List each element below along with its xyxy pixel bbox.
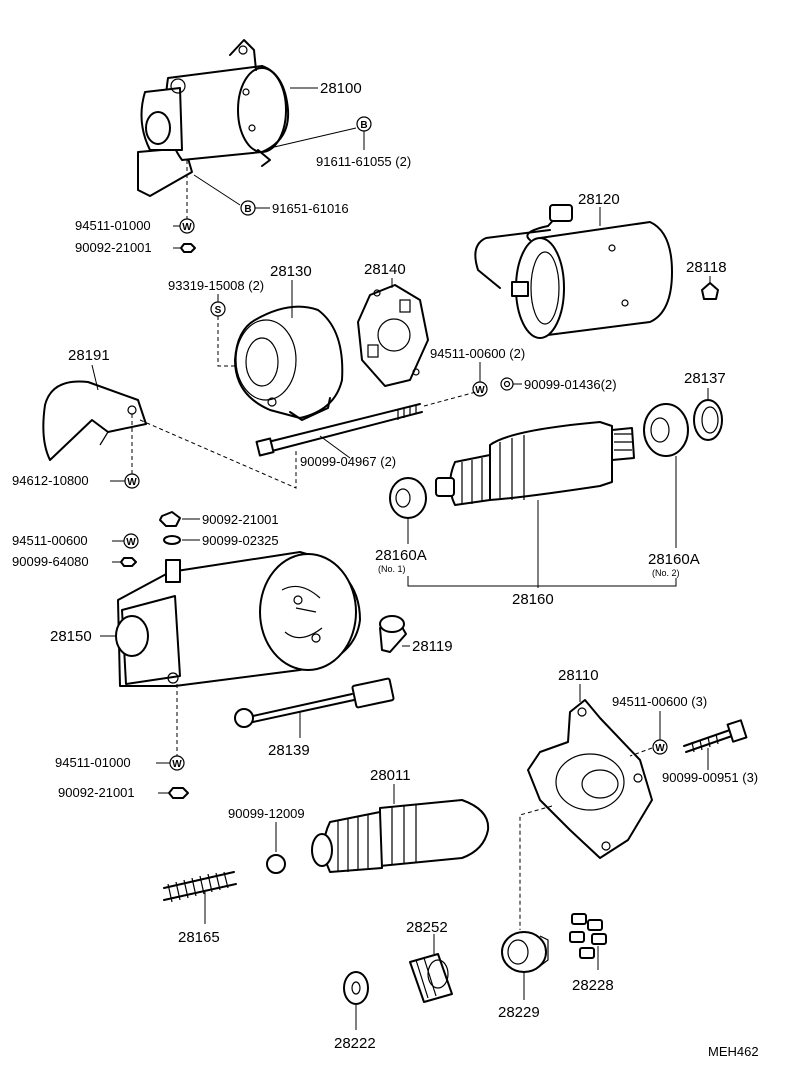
symbol-w-circle: [179, 218, 195, 234]
symbol-w-circle: [652, 739, 668, 755]
label-28150: 28150: [50, 628, 92, 645]
label-94511-00600-mid: 94511-00600 (2): [430, 346, 525, 361]
label-28160a-no2-sub: (No. 2): [652, 568, 680, 578]
label-90099-12009: 90099-12009: [228, 806, 305, 821]
washer-icon: [163, 535, 181, 545]
bearing-28160a-no1: [389, 477, 427, 519]
lead-wire-28139: [234, 677, 395, 728]
bearing-28160a-no2: [643, 403, 689, 457]
label-28139: 28139: [268, 742, 310, 759]
symbol-w-text: W: [172, 759, 182, 770]
starter-clutch-28011: [311, 799, 490, 873]
symbol-w-text: W: [126, 537, 136, 548]
symbol-b-text: B: [244, 204, 251, 215]
symbol-w-circle: [472, 381, 488, 397]
label-28100: 28100: [320, 80, 362, 97]
symbol-w-text: W: [475, 385, 485, 396]
nut-icon: [120, 557, 137, 567]
label-94511-01000-top: 94511-01000: [75, 218, 151, 233]
label-28229: 28229: [498, 1004, 540, 1021]
label-28120: 28120: [578, 191, 620, 208]
label-93319-15008: 93319-15008 (2): [168, 278, 264, 293]
label-28011: 28011: [370, 767, 411, 784]
label-91651-61016: 91651-61016: [272, 201, 349, 216]
label-94511-00600-right: 94511-00600 (3): [612, 694, 707, 709]
label-28228: 28228: [572, 977, 614, 994]
label-28160a-no1: 28160A: [375, 547, 427, 564]
label-90092-21001-top: 90092-21001: [75, 240, 152, 255]
label-94612-10800: 94612-10800: [12, 473, 89, 488]
bolt-90099-00951: [683, 719, 748, 753]
starter-assembly-28100: [137, 39, 290, 197]
label-28165: 28165: [178, 929, 220, 946]
label-91611-61055: 91611-61055 (2): [316, 154, 411, 169]
label-28160: 28160: [512, 591, 554, 608]
label-28119: 28119: [412, 638, 453, 655]
bracket-28191: [42, 380, 147, 461]
label-90099-64080: 90099-64080: [12, 554, 89, 569]
through-bolt-90099-04967: [255, 403, 423, 457]
nut-icon: [168, 787, 189, 799]
end-frame-28130: [234, 305, 344, 421]
magnetic-switch-28150: [115, 551, 361, 687]
label-28110: 28110: [558, 667, 599, 684]
symbol-b-text: B: [360, 120, 367, 131]
idler-gear-28229: [501, 931, 549, 973]
label-28137: 28137: [684, 370, 726, 387]
pinion-gear-28252: [409, 953, 453, 1003]
symbol-w-circle: [169, 755, 185, 771]
label-28252: 28252: [406, 919, 448, 936]
label-90099-00951: 90099-00951 (3): [662, 770, 758, 785]
label-94511-01000-bot: 94511-01000: [55, 755, 131, 770]
label-28191: 28191: [68, 347, 110, 364]
label-28130: 28130: [270, 263, 312, 280]
rollers-28228: [569, 913, 607, 959]
drive-housing-28110: [527, 699, 653, 859]
nut-icon: [180, 243, 196, 253]
spring-28165: [163, 871, 237, 903]
label-90099-01436: 90099-01436(2): [524, 377, 617, 392]
armature-28160: [435, 421, 635, 506]
label-28160a-no1-sub: (No. 1): [378, 564, 406, 574]
label-90099-02325: 90099-02325: [202, 533, 279, 548]
symbol-w-text: W: [655, 743, 665, 754]
seal-ring-icon: [693, 399, 723, 441]
ball-icon: [266, 854, 286, 874]
label-90099-04967: 90099-04967 (2): [300, 454, 396, 469]
nut-icon: [159, 511, 181, 527]
label-28160a-no2: 28160A: [648, 551, 700, 568]
brush-holder-28140: [357, 284, 429, 387]
plunger-28119: [379, 615, 407, 653]
symbol-w-text: W: [182, 222, 192, 233]
grommet-icon: [701, 282, 719, 300]
label-28118: 28118: [686, 259, 727, 276]
label-90092-21001-mid: 90092-21001: [202, 512, 279, 527]
symbol-w-text: W: [127, 477, 137, 488]
label-94511-00600-left: 94511-00600: [12, 533, 88, 548]
label-90092-21001-bot: 90092-21001: [58, 785, 135, 800]
reference-code: MEH462: [708, 1044, 759, 1059]
label-28222: 28222: [334, 1035, 376, 1052]
washer-28222-icon: [343, 971, 369, 1005]
washer-icon: [500, 377, 514, 391]
symbol-w-circle: [123, 533, 139, 549]
label-28140: 28140: [364, 261, 406, 278]
field-frame-28120: [474, 204, 673, 339]
symbol-w-circle: [124, 473, 140, 489]
symbol-s-text: S: [215, 305, 222, 316]
